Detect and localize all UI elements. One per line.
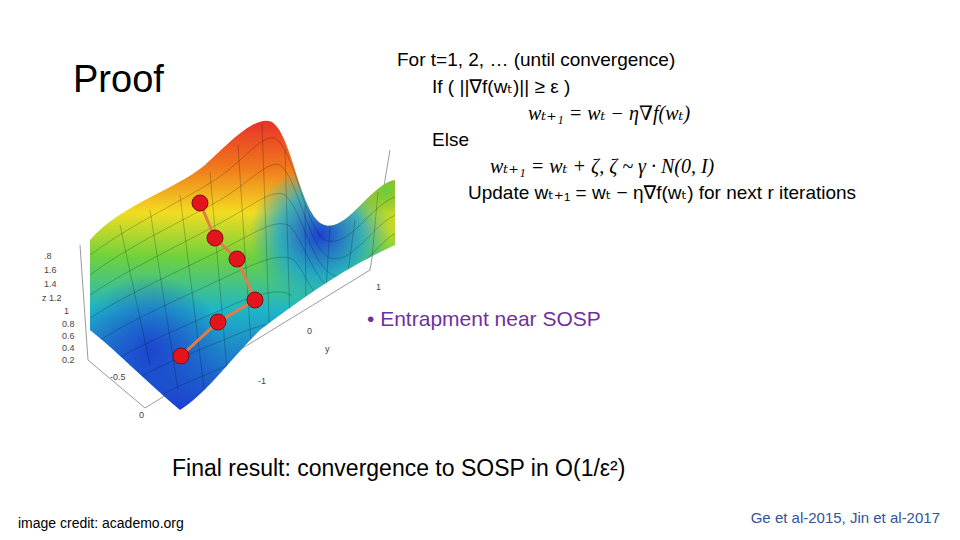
algorithm-line: Else (432, 129, 469, 151)
axis-tick: -0.5 (110, 372, 126, 382)
axis-tick: 1 (376, 282, 381, 292)
axis-label: y (325, 344, 330, 354)
perturb-formula: wₜ₊₁ = wₜ + ζ, ζ ~ γ · N(0, I) (490, 155, 714, 178)
axis-label: z 1.2 (42, 293, 62, 303)
citation: Ge et al-2015, Jin et al-2017 (751, 509, 940, 526)
axis-tick: 0.2 (62, 355, 75, 365)
algorithm-line: For t=1, 2, … (until convergence) (397, 49, 675, 71)
algorithm-line: If ( ||∇f(wₜ)|| ≥ ε ) (432, 76, 570, 98)
axis-tick: 1.6 (44, 265, 57, 275)
axis-tick: 0 (139, 410, 144, 420)
axis-tick: 0.8 (62, 319, 75, 329)
update-formula: wₜ₊₁ = wₜ − η∇f(wₜ) (528, 102, 690, 125)
result-statement: Final result: convergence to SOSP in O(1… (172, 455, 625, 481)
axis-tick: 1.4 (44, 279, 57, 289)
axis-tick: .8 (44, 251, 52, 261)
bullet-point: • Entrapment near SOSP (367, 307, 601, 331)
axis-tick: 0 (307, 326, 312, 336)
algorithm-line: Update wₜ₊₁ = wₜ − η∇f(wₜ) for next r it… (468, 182, 856, 204)
slide-title: Proof (73, 58, 164, 102)
axis-tick: 0.6 (62, 331, 75, 341)
axis-tick: -1 (258, 376, 266, 386)
axis-tick: 1 (64, 306, 69, 316)
image-credit: image credit: academo.org (18, 515, 184, 531)
axis-tick: 0.4 (62, 343, 75, 353)
